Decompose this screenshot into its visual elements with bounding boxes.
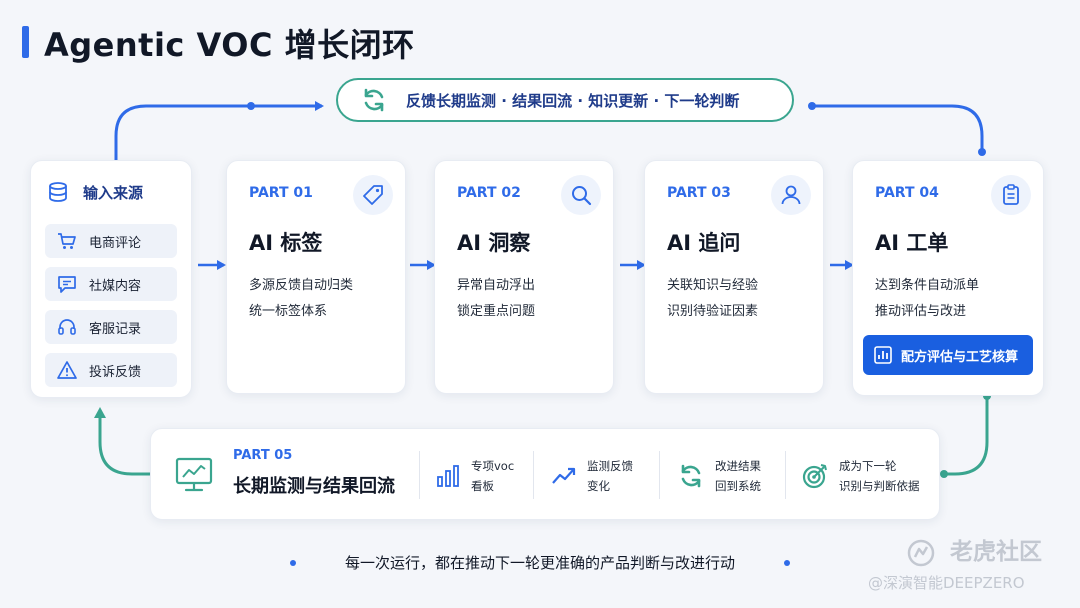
monitor-item-text: 成为下一轮 识别与判断依据 [839,459,920,493]
part-title: AI 追问 [667,231,741,255]
target-icon [802,464,827,489]
page-title: Agentic VOC 增长闭环 [44,26,415,64]
search-icon [572,186,592,206]
connector-sources-to-loop [114,101,324,160]
tag-icon [363,185,383,205]
divider [659,451,660,499]
sources-header: 输入来源 [47,181,143,203]
clipboard-icon [1003,184,1019,205]
feedback-loop-pill: 反馈长期监测 · 结果回流 · 知识更新 · 下一轮判断 [336,78,794,122]
bar-chart-icon [437,465,459,487]
formula-evaluation-button[interactable]: 配方评估与工艺核算 [863,335,1033,375]
trend-icon [552,467,576,484]
refresh-icon [364,88,384,112]
part-03-card: PART 03 AI 追问 关联知识与经验 识别待验证因素 [644,160,824,394]
monitor-item-results-back: 改进结果 回到系统 [677,456,761,496]
chat-icon [58,276,76,293]
monitor-item-dashboard: 专项voc 看板 [435,456,514,496]
part-line: 关联知识与经验 [667,278,759,293]
part-line: 多源反馈自动归类 [249,278,354,293]
tiger-logo-icon [907,539,935,566]
watermark-account: @深演智能DEEPZERO [868,574,1025,592]
part-line: 达到条件自动派单 [875,278,980,293]
sources-label: 输入来源 [83,183,144,202]
connector-dot [978,148,986,156]
title-accent-bar [22,26,29,58]
cart-icon [58,233,76,249]
database-icon [49,182,67,202]
source-item-label: 社媒内容 [89,278,142,294]
connector-monitor-to-sources [94,407,150,476]
part-01-card: PART 01 AI 标签 多源反馈自动归类 统一标签体系 [226,160,406,394]
watermark-brand: 老虎社区 [906,532,1042,568]
loop-pill-text: 反馈长期监测 · 结果回流 · 知识更新 · 下一轮判断 [406,91,740,110]
part-title: AI 洞察 [457,231,531,255]
source-item-label: 投诉反馈 [89,364,142,380]
part-title: AI 标签 [249,231,323,255]
footer-decoration [200,560,880,566]
source-item-complaint: 投诉反馈 [45,353,177,387]
part-line: 统一标签体系 [249,304,328,319]
part-05-monitor-card: PART 05 长期监测与结果回流 专项voc 看板 监测反馈 变化 [150,428,940,520]
part-number: PART 04 [875,185,939,201]
monitor-item-next-round: 成为下一轮 识别与判断依据 [801,456,920,496]
refresh-icon [681,464,701,488]
monitor-item-text: 专项voc 看板 [471,459,515,493]
divider [533,451,534,499]
monitor-item-feedback-change: 监测反馈 变化 [551,456,633,496]
part-02-card: PART 02 AI 洞察 异常自动浮出 锁定重点问题 [434,160,614,394]
part-line: 推动评估与改进 [875,304,967,319]
connector-dot [940,470,948,478]
user-icon [781,185,801,205]
part-icon-circle [353,175,393,215]
monitor-item-text: 监测反馈 变化 [587,459,633,493]
part-icon-circle [561,175,601,215]
part-number: PART 02 [457,185,521,201]
divider [785,451,786,499]
headset-icon [58,319,76,335]
report-chart-icon [874,346,892,364]
warning-icon [57,361,77,379]
source-item-label: 电商评论 [89,235,142,251]
monitor-chart-icon [175,457,213,492]
part-number: PART 05 [233,448,293,463]
part-title: AI 工单 [875,231,949,255]
part-number: PART 01 [249,185,313,201]
connector-dot [247,102,255,110]
part-icon-circle [991,175,1031,215]
input-sources-card: 输入来源 电商评论 社媒内容 客服记录 投诉反馈 [30,160,192,398]
part-icon-circle [771,175,811,215]
connector-loop-to-part04 [812,104,984,152]
monitor-title: 长期监测与结果回流 [233,476,395,497]
part-line: 识别待验证因素 [667,304,759,319]
divider [419,451,420,499]
formula-evaluation-label: 配方评估与工艺核算 [901,349,1019,365]
source-item-label: 客服记录 [89,321,142,337]
connector-part04-to-monitor [944,396,989,476]
source-item-service: 客服记录 [45,310,177,344]
part-04-card: PART 04 AI 工单 达到条件自动派单 推动评估与改进 配方评估与工艺核算 [852,160,1044,396]
source-item-social: 社媒内容 [45,267,177,301]
part-line: 异常自动浮出 [457,278,536,293]
footer-tagline: 每一次运行，都在推动下一轮更准确的产品判断与改进行动 [344,554,735,572]
part-line: 锁定重点问题 [457,304,536,319]
monitor-item-text: 改进结果 回到系统 [715,459,761,493]
connector-dot [808,102,816,110]
source-item-ecommerce: 电商评论 [45,224,177,258]
part-number: PART 03 [667,185,731,201]
